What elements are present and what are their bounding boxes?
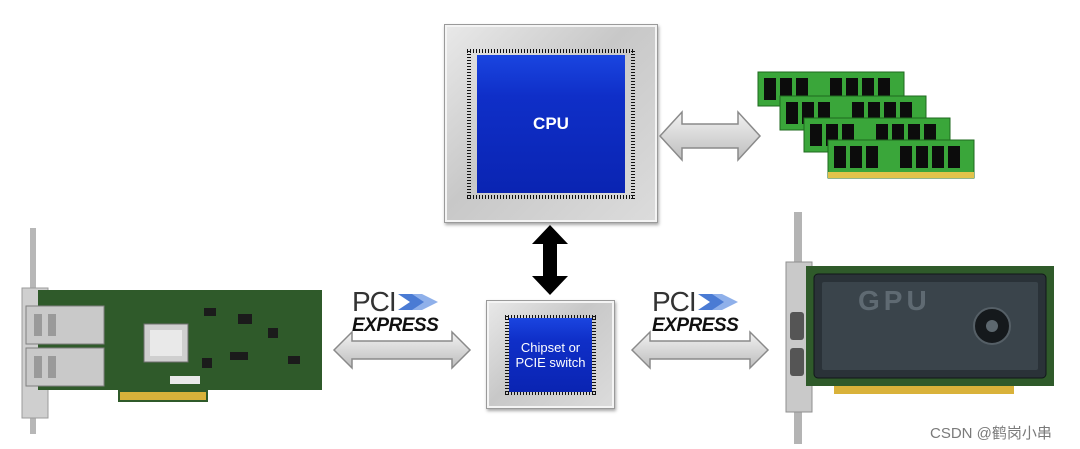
chipset-package: Chipset or PCIE switch bbox=[486, 300, 615, 409]
network-card-icon bbox=[21, 228, 322, 434]
pcie-logo-right-express: EXPRESS bbox=[652, 315, 739, 336]
chipset-label-line1: Chipset or bbox=[520, 340, 581, 355]
pcie-chevron-icon bbox=[397, 294, 438, 310]
cpu-die: CPU bbox=[477, 55, 625, 193]
chipset-die: Chipset or PCIE switch bbox=[509, 318, 592, 392]
ram-modules-icon bbox=[757, 71, 975, 179]
pcie-logo-left-pci: PCI bbox=[352, 286, 397, 317]
gpu-card-icon: GPU bbox=[785, 212, 1054, 444]
ram-stick bbox=[827, 139, 975, 179]
pcie-logo-left: PCI EXPRESS bbox=[352, 286, 452, 336]
gpu-label: GPU bbox=[858, 285, 931, 316]
chipset-gpu-arrow bbox=[630, 330, 770, 370]
watermark: CSDN @鹤岗小串 bbox=[930, 425, 1052, 442]
nic-chipset-arrow bbox=[332, 330, 472, 370]
pcie-chevron-icon bbox=[697, 294, 738, 310]
cpu-ram-arrow bbox=[658, 110, 762, 162]
cpu-package: CPU bbox=[444, 24, 658, 223]
cpu-label: CPU bbox=[533, 114, 569, 133]
cpu-chipset-arrow bbox=[532, 225, 568, 295]
pcie-logo-right-pci: PCI bbox=[652, 286, 697, 317]
chipset-label-line2: PCIE switch bbox=[515, 355, 586, 370]
pcie-logo-left-express: EXPRESS bbox=[352, 315, 439, 336]
pcie-logo-right: PCI EXPRESS bbox=[652, 286, 752, 336]
